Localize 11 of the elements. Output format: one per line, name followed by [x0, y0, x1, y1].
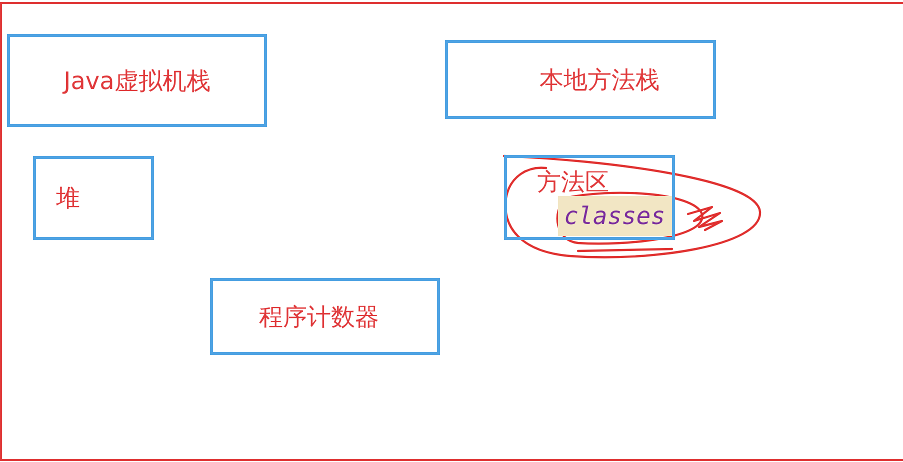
area-label: 程序计数器	[259, 302, 379, 330]
memory-area-box	[504, 155, 675, 240]
area-label: Java虚拟机栈	[64, 66, 210, 94]
area-label: 本地方法栈	[540, 66, 660, 94]
code-snippet: classes	[558, 196, 672, 236]
memory-area-box	[445, 40, 716, 119]
area-label: 方法区	[537, 168, 609, 196]
memory-area-box	[7, 34, 267, 127]
memory-area-box	[33, 156, 154, 240]
area-label: 堆	[56, 184, 80, 212]
memory-area-box	[210, 278, 440, 355]
